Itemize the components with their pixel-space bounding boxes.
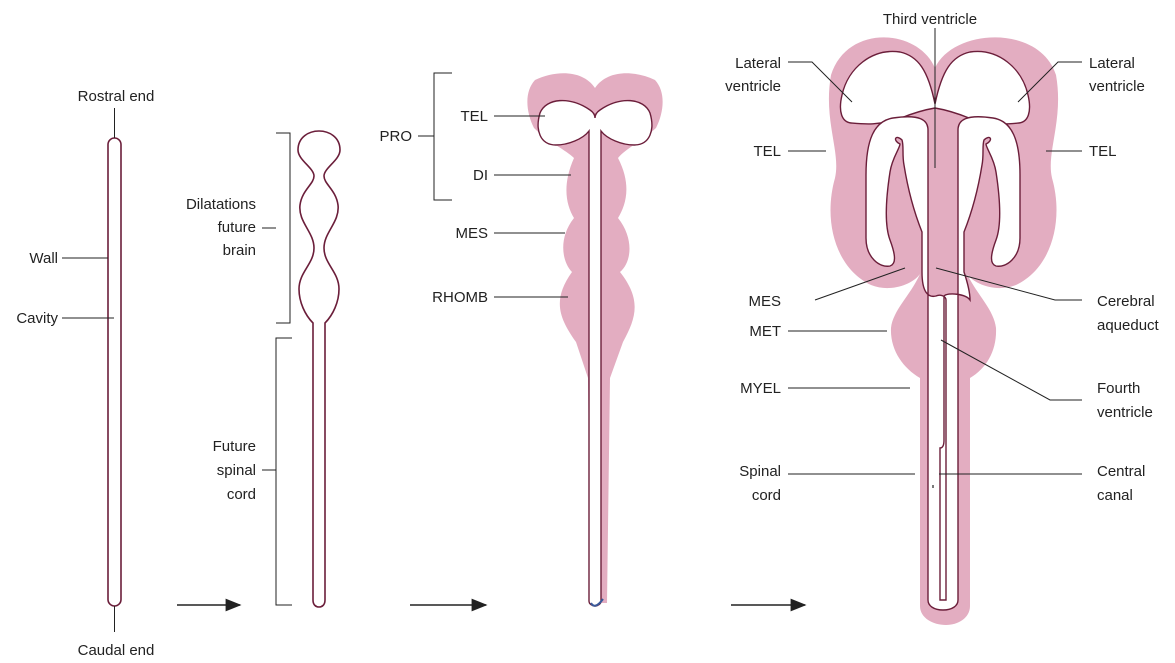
brain-bracket: [276, 133, 290, 323]
stage2-dilatations: Dilatations future brain Future spinal c…: [186, 131, 340, 607]
dilatations-label-line3: brain: [223, 242, 256, 259]
dilatations-label-line2: future: [218, 219, 256, 236]
lateral-ventricle-right-line2: ventricle: [1089, 78, 1145, 95]
lateral-ventricle-left-line2: ventricle: [725, 78, 781, 95]
spinal-bracket: [276, 338, 292, 605]
wall-label: Wall: [29, 250, 58, 267]
stage2-tube-outline: [298, 131, 340, 607]
spinal-cord-label-line1: Spinal: [739, 463, 781, 480]
met-label: MET: [749, 323, 781, 340]
mes-label-s3: MES: [455, 225, 488, 242]
fourth-ventricle-line2: ventricle: [1097, 404, 1153, 421]
rostral-end-label: Rostral end: [78, 88, 155, 105]
lateral-ventricle-left-line1: Lateral: [735, 55, 781, 72]
future-spinal-label-line1: Future: [213, 438, 256, 455]
third-ventricle-label: Third ventricle: [883, 11, 977, 28]
spinal-cord-label-line2: cord: [752, 487, 781, 504]
stage4-ventricles: Third ventricle Lateral ventricle Latera…: [725, 11, 1159, 625]
mes-label-s4: MES: [748, 293, 781, 310]
dilatations-label-line1: Dilatations: [186, 196, 256, 213]
tel-label-s3: TEL: [460, 108, 488, 125]
tel-left-label: TEL: [753, 143, 781, 160]
rhomb-label: RHOMB: [432, 289, 488, 306]
central-canal-line2: canal: [1097, 487, 1133, 504]
caudal-end-label: Caudal end: [78, 642, 155, 659]
cerebral-aqueduct-line1: Cerebral: [1097, 293, 1155, 310]
central-canal-line1: Central: [1097, 463, 1145, 480]
stage1-neural-tube: Rostral end Caudal end Wall Cavity: [16, 88, 154, 659]
myel-label: MYEL: [740, 380, 781, 397]
pro-label: PRO: [379, 128, 412, 145]
pro-bracket: [434, 73, 452, 200]
fourth-ventricle-line1: Fourth: [1097, 380, 1140, 397]
lateral-ventricle-right-line1: Lateral: [1089, 55, 1135, 72]
future-spinal-label-line3: cord: [227, 486, 256, 503]
future-spinal-label-line2: spinal: [217, 462, 256, 479]
tel-right-label: TEL: [1089, 143, 1117, 160]
cerebral-aqueduct-line2: aqueduct: [1097, 317, 1160, 334]
tube-outline: [108, 138, 121, 606]
di-label: DI: [473, 167, 488, 184]
cavity-label: Cavity: [16, 310, 58, 327]
stage3-ventricle-outline: [538, 101, 652, 606]
stage3-vesicles: PRO TEL DI MES RHOMB: [379, 73, 662, 606]
